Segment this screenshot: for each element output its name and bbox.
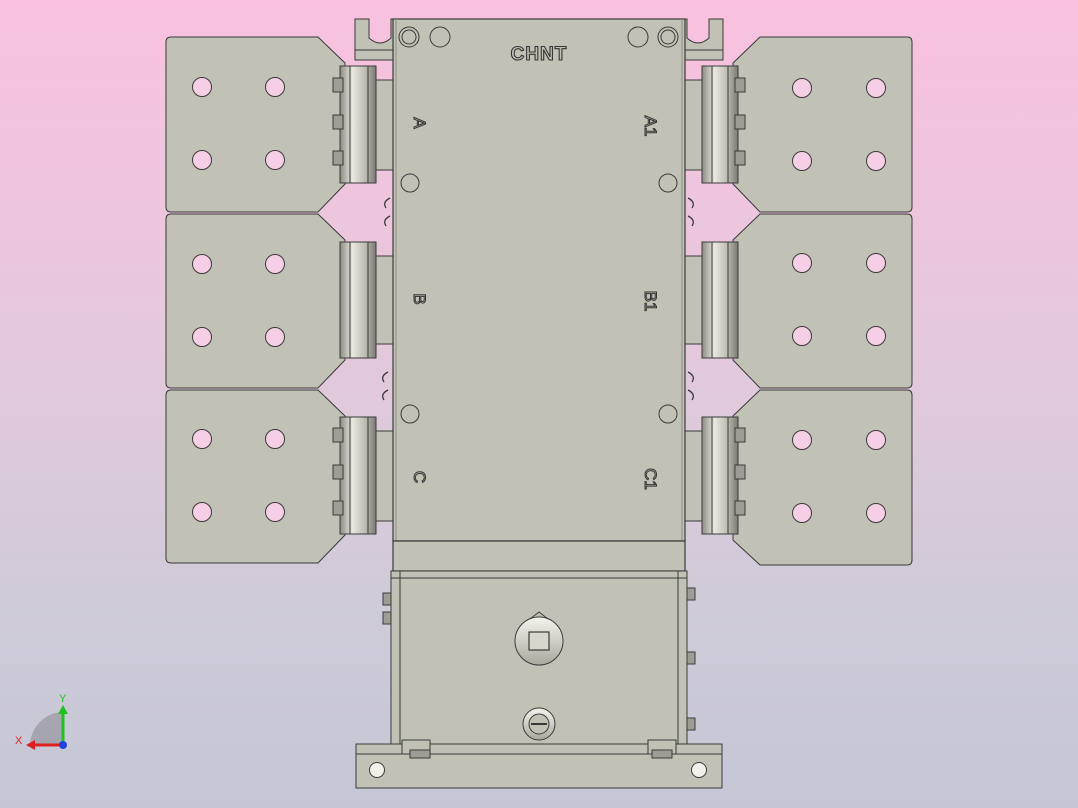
clamp-left-c[interactable]: [332, 416, 394, 535]
brand-logo: CHNT: [511, 44, 568, 65]
phase-clips: [382, 197, 694, 401]
terminal-label-a: A: [410, 117, 429, 129]
contactor-body[interactable]: [392, 18, 686, 542]
body-seam: [392, 540, 686, 572]
clamp-right-c1[interactable]: [684, 416, 746, 535]
top-screws: [398, 26, 679, 48]
axis-label-y: Y: [59, 693, 67, 705]
terminal-label-b1: B1: [641, 291, 660, 312]
terminal-plate-right-c1[interactable]: [732, 389, 913, 566]
terminal-plate-right-a1[interactable]: [732, 36, 913, 213]
plate-holes: [192, 77, 886, 523]
axis-label-x: X: [15, 735, 23, 747]
terminal-plate-right-b1[interactable]: [732, 213, 913, 389]
clamp-left-b[interactable]: [339, 241, 394, 359]
clamp-right-a1[interactable]: [684, 65, 746, 184]
terminal-plate-left-b[interactable]: [165, 213, 346, 389]
base-plate[interactable]: [355, 739, 723, 789]
terminal-label-c: C: [410, 471, 429, 483]
clamp-left-a[interactable]: [332, 65, 394, 184]
manual-operation-knob[interactable]: [514, 611, 564, 666]
clamp-right-b1[interactable]: [684, 241, 739, 359]
lock-screw[interactable]: [522, 707, 556, 741]
orientation-triad: Y X: [15, 693, 68, 750]
terminal-label-a1: A1: [641, 116, 660, 137]
body-markers: [400, 173, 678, 424]
terminal-plate-left-c[interactable]: [165, 389, 346, 564]
terminal-plate-left-a[interactable]: [165, 36, 346, 213]
terminal-label-c1: C1: [641, 468, 660, 490]
terminal-label-b: B: [410, 293, 429, 304]
